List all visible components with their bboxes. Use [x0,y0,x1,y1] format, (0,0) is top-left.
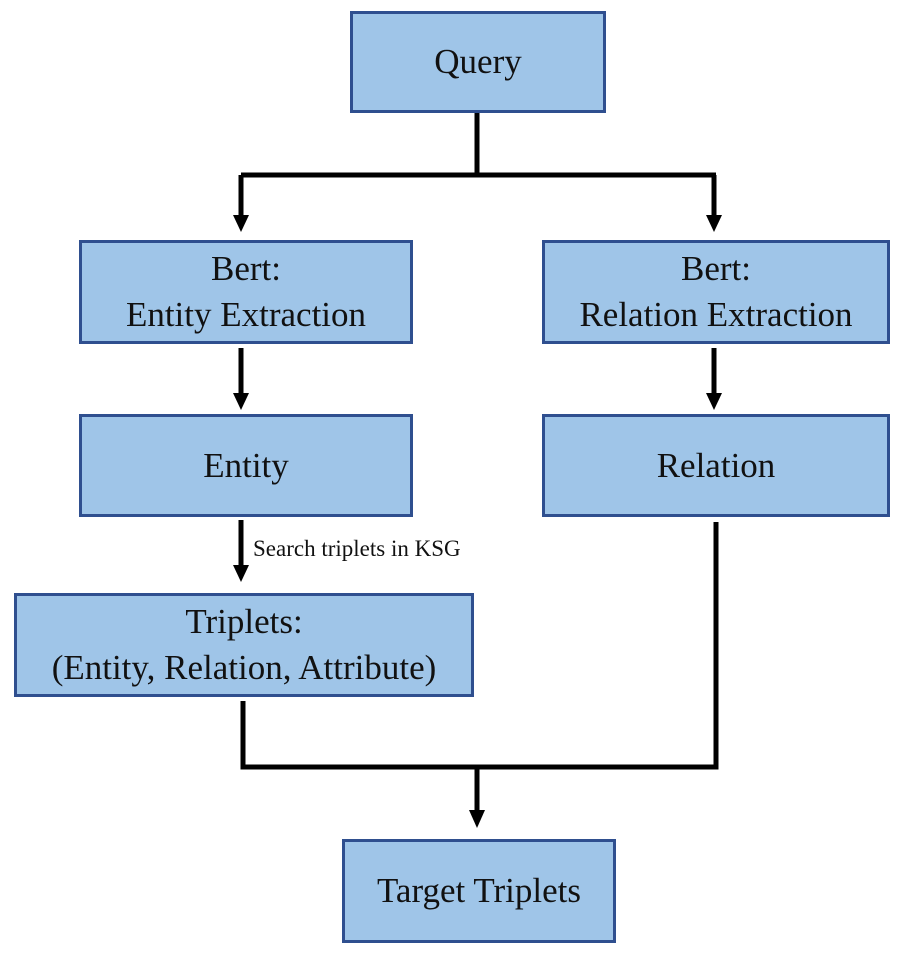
triplets-label-line2: (Entity, Relation, Attribute) [51,648,437,687]
arrowhead-to-bert-entity [233,215,249,232]
bert-relation-extraction-node: Bert: Relation Extraction [542,240,890,344]
arrowhead-to-bert-relation [706,215,722,232]
entity-node: Entity [79,414,413,517]
arrowhead-to-relation [706,393,722,410]
bert-entity-label-line1: Bert: [211,249,281,288]
query-node: Query [350,11,606,113]
bert-relation-label-line2: Relation Extraction [579,295,853,334]
target-triplets-node: Target Triplets [342,839,616,943]
triplets-node: Triplets: (Entity, Relation, Attribute) [14,593,474,697]
arrowhead-to-target [469,810,485,828]
bert-entity-label-line2: Entity Extraction [125,295,367,334]
arrowhead-to-triplets [233,565,249,582]
relation-label: Relation [656,445,776,485]
connector-query-split [238,113,717,218]
entity-label: Entity [203,445,289,485]
bert-entity-extraction-node: Bert: Entity Extraction [79,240,413,344]
bert-relation-label-line1: Bert: [681,249,751,288]
target-triplets-label: Target Triplets [376,871,581,910]
relation-node: Relation [542,414,890,517]
search-triplets-edge-label: Search triplets in KSG [253,536,461,561]
query-label: Query [434,42,522,81]
arrowhead-to-entity [233,393,249,410]
triplets-label-line1: Triplets: [185,602,303,641]
